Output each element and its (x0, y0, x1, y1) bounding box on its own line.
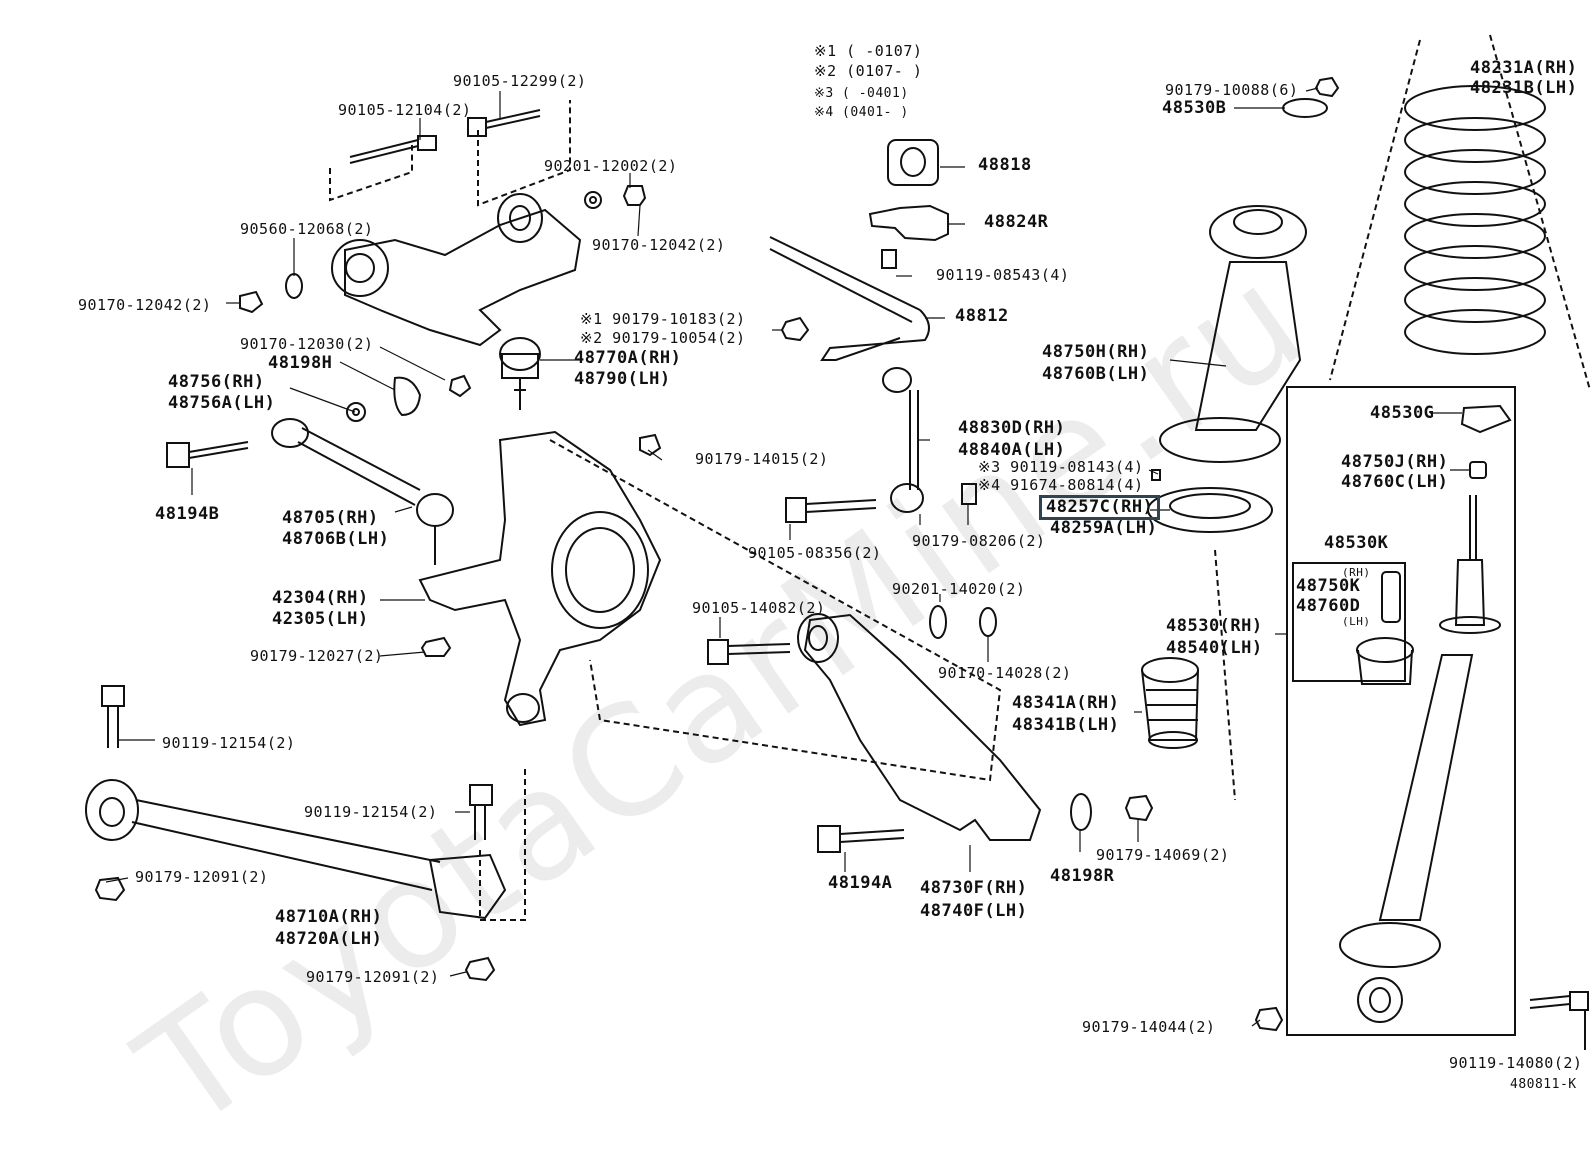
stabilizer-link-48830D (882, 367, 924, 513)
label-90179-10088[interactable]: 90179-10088(6) (1165, 81, 1299, 99)
bump-stop-48341A (1141, 657, 1199, 749)
label-90105-08356[interactable]: 90105-08356(2) (748, 544, 882, 562)
label-90170-12030[interactable]: 90170-12030(2) (240, 335, 374, 353)
label-48818[interactable]: 48818 (978, 155, 1032, 175)
note-4: ※4 (0401- ) (814, 105, 909, 120)
label-90105-14082[interactable]: 90105-14082(2) (692, 599, 826, 617)
bolt-90105-08356 (785, 497, 877, 523)
upper-control-arm (331, 193, 582, 347)
label-lh-small: (LH) (1342, 615, 1371, 628)
label-48740F[interactable]: 48740F(LH) (920, 901, 1028, 921)
label-48257C[interactable]: 48257C(RH) (1039, 495, 1161, 520)
note-1: ※1 ( -0107) (814, 42, 923, 60)
diagram-drawing (85, 34, 1591, 1050)
label-48760B[interactable]: 48760B(LH) (1042, 364, 1150, 384)
label-48530K[interactable]: 48530K (1324, 533, 1389, 553)
bolt-90105-14082 (707, 639, 791, 665)
label-90105-12104[interactable]: 90105-12104(2) (338, 101, 472, 119)
label-48530G[interactable]: 48530G (1370, 403, 1435, 423)
bolt-48194B (166, 441, 249, 468)
label-90179-12091-b[interactable]: 90179-12091(2) (306, 968, 440, 986)
label-48530[interactable]: 48530(RH) (1166, 616, 1263, 636)
label-90179-08206[interactable]: 90179-08206(2) (912, 532, 1046, 550)
label-90201-14020[interactable]: 90201-14020(2) (892, 580, 1026, 598)
label-48198R[interactable]: 48198R (1050, 866, 1115, 886)
label-48812[interactable]: 48812 (955, 306, 1009, 326)
label-48540[interactable]: 48540(LH) (1166, 638, 1263, 658)
label-48341B[interactable]: 48341B(LH) (1012, 715, 1120, 735)
label-90119-14080[interactable]: 90119-14080(2) (1449, 1054, 1583, 1072)
label-90170-12042-a[interactable]: 90170-12042(2) (592, 236, 726, 254)
label-48194B[interactable]: 48194B (155, 504, 220, 524)
label-48750H[interactable]: 48750H(RH) (1042, 342, 1150, 362)
label-42304[interactable]: 42304(RH) (272, 588, 369, 608)
label-48730F[interactable]: 48730F(RH) (920, 878, 1028, 898)
label-90179-12091-a[interactable]: 90179-12091(2) (135, 868, 269, 886)
label-48231B[interactable]: 48231B(LH) (1470, 78, 1578, 98)
label-90179-10183[interactable]: ※1 90179-10183(2) (580, 310, 746, 328)
label-90179-14044[interactable]: 90179-14044(2) (1082, 1018, 1216, 1036)
coil-spring-48231A (1404, 85, 1546, 355)
label-90119-12154-a[interactable]: 90119-12154(2) (162, 734, 296, 752)
label-48194A[interactable]: 48194A (828, 873, 893, 893)
lower-arm-48730F (797, 613, 1042, 841)
bolt-90119-12154-a (101, 685, 125, 748)
bushing-48818 (887, 139, 939, 186)
note-3: ※3 ( -0401) (814, 86, 909, 101)
label-48760C[interactable]: 48760C(LH) (1341, 472, 1449, 492)
label-42305[interactable]: 42305(LH) (272, 609, 369, 629)
label-48705[interactable]: 48705(RH) (282, 508, 379, 528)
label-90119-12154-b[interactable]: 90119-12154(2) (304, 803, 438, 821)
label-48750K[interactable]: 48750K (1296, 576, 1361, 596)
label-48756[interactable]: 48756(RH) (168, 372, 265, 392)
label-48824R[interactable]: 48824R (984, 212, 1049, 232)
bolt-48194A (817, 825, 905, 853)
toe-link-48705 (271, 418, 454, 565)
steering-knuckle (418, 430, 662, 727)
shock-absorber-group-box (1286, 386, 1516, 1036)
bolt-90105-12104 (349, 135, 437, 164)
label-48706B[interactable]: 48706B(LH) (282, 529, 390, 549)
bolt-90119-12154-b (469, 784, 493, 840)
label-48770A[interactable]: 48770A(RH) (574, 348, 682, 368)
label-90119-08543[interactable]: 90119-08543(4) (936, 266, 1070, 284)
label-48720A[interactable]: 48720A(LH) (275, 929, 383, 949)
figure-code: 480811-K (1510, 1077, 1577, 1092)
label-48341A[interactable]: 48341A(RH) (1012, 693, 1120, 713)
label-rh-small: (RH) (1342, 566, 1371, 579)
label-48710A[interactable]: 48710A(RH) (275, 907, 383, 927)
label-90170-12042-b[interactable]: 90170-12042(2) (78, 296, 212, 314)
label-48198H[interactable]: 48198H (268, 353, 333, 373)
ball-joint-48770A (499, 337, 541, 410)
note-2: ※2 (0107- ) (814, 62, 923, 80)
shock-absorber-48530 (1339, 495, 1501, 1023)
label-90105-12299[interactable]: 90105-12299(2) (453, 72, 587, 90)
shock-support-48750H (1159, 205, 1307, 463)
label-90560-12068[interactable]: 90560-12068(2) (240, 220, 374, 238)
label-90179-10054[interactable]: ※2 90179-10054(2) (580, 329, 746, 347)
label-90201-12002[interactable]: 90201-12002(2) (544, 157, 678, 175)
label-48840A[interactable]: 48840A(LH) (958, 440, 1066, 460)
label-48530B[interactable]: 48530B (1162, 98, 1227, 118)
48530K-kit-box (1292, 562, 1406, 682)
label-90119-08143[interactable]: ※3 90119-08143(4) (978, 458, 1144, 476)
label-48756A[interactable]: 48756A(LH) (168, 393, 276, 413)
label-90179-14069[interactable]: 90179-14069(2) (1096, 846, 1230, 864)
label-48790[interactable]: 48790(LH) (574, 369, 671, 389)
label-48259A[interactable]: 48259A(LH) (1050, 518, 1158, 538)
bolt-90119-14080 (1529, 991, 1589, 1011)
label-90170-14028[interactable]: 90170-14028(2) (938, 664, 1072, 682)
lateral-link-48710A (85, 779, 507, 920)
label-90179-12027[interactable]: 90179-12027(2) (250, 647, 384, 665)
label-48750J[interactable]: 48750J(RH) (1341, 452, 1449, 472)
label-48830D[interactable]: 48830D(RH) (958, 418, 1066, 438)
stabilizer-bar-48812 (769, 236, 930, 361)
parts-diagram: ToyotaCarMine.ru (78, 34, 1591, 1163)
label-91674-80814[interactable]: ※4 91674-80814(4) (978, 476, 1144, 494)
label-48760D[interactable]: 48760D (1296, 596, 1361, 616)
label-90179-14015[interactable]: 90179-14015(2) (695, 450, 829, 468)
label-48231A[interactable]: 48231A(RH) (1470, 58, 1578, 78)
